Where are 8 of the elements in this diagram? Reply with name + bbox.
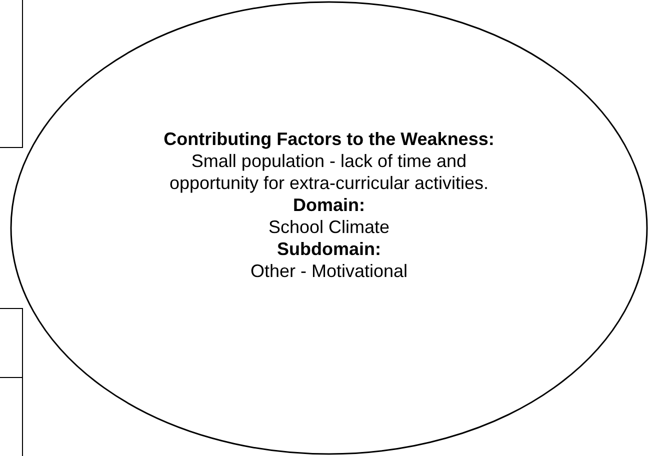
body-text: Small population - lack of time and opportunity for extra-curricular activities. — [168, 150, 490, 194]
box-outline — [0, 308, 23, 378]
heading-text: Domain: — [292, 194, 366, 216]
box-outline — [0, 0, 23, 148]
body-text: Other - Motivational — [249, 260, 409, 282]
body-text: School Climate — [267, 216, 391, 238]
heading-text: Contributing Factors to the Weakness: — [162, 128, 496, 150]
heading-text: Subdomain: — [276, 238, 382, 260]
